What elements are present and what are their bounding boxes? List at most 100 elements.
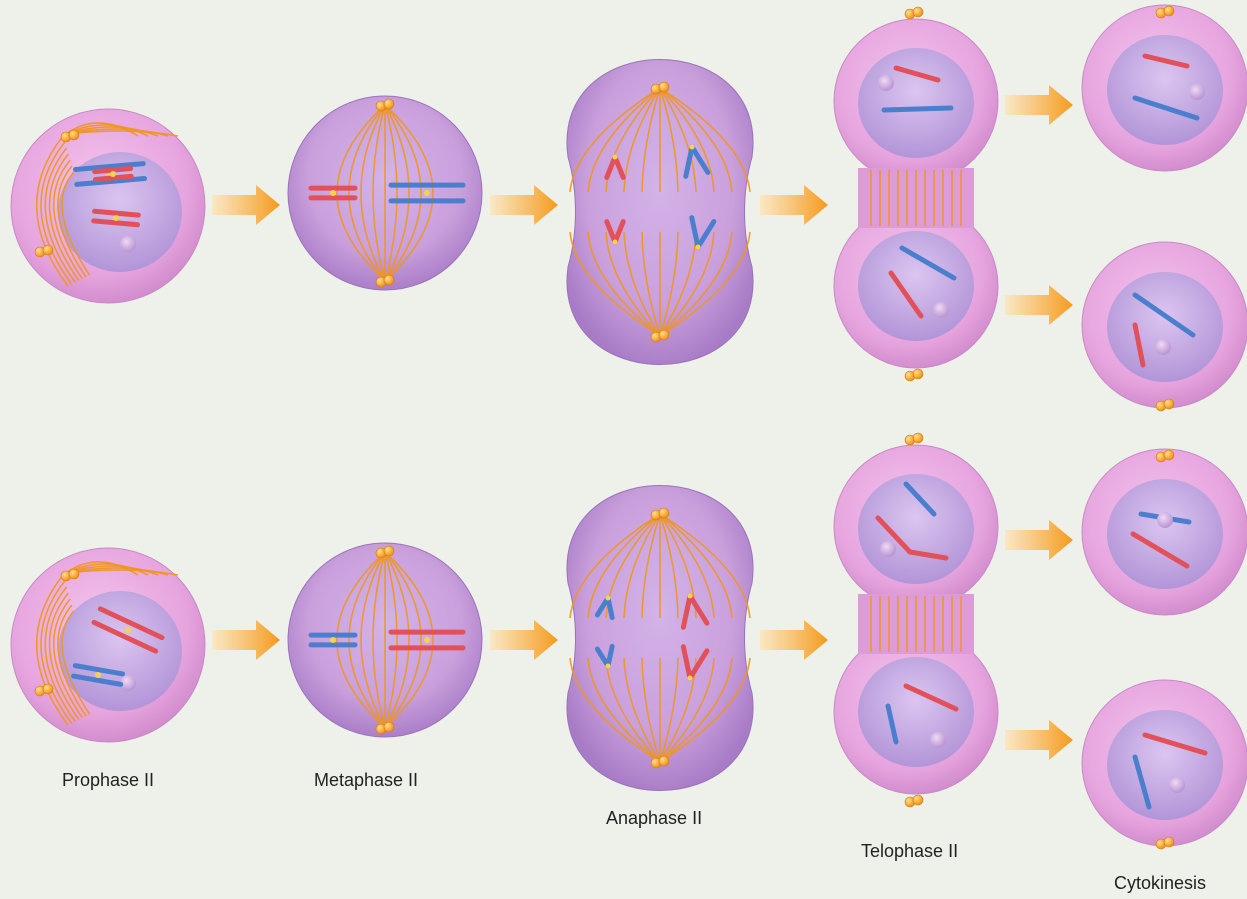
chromatid [91, 619, 159, 654]
spindle-fiber [659, 513, 733, 619]
nucleolus [878, 75, 894, 91]
chromosome [689, 215, 717, 250]
chromosome [594, 643, 615, 669]
nucleolus [1169, 777, 1185, 793]
chromatid [612, 154, 626, 180]
spindle-fiber [659, 513, 751, 619]
arrow-ana-telo-top [760, 185, 828, 225]
chromatid [1130, 531, 1190, 569]
arrow-shape [760, 620, 828, 660]
chromosome [92, 165, 134, 183]
nucleolus [1155, 339, 1171, 355]
centrosome [68, 568, 80, 580]
spindle-fiber [44, 586, 76, 722]
centromere [95, 672, 101, 678]
cell-cytokinesis-2 [1081, 241, 1247, 412]
spindle-fiber [587, 513, 661, 619]
chromatid [92, 208, 141, 218]
chromatid [903, 683, 959, 712]
nucleolus [880, 541, 896, 557]
chromosome [594, 595, 615, 621]
cell-prophase-top [10, 108, 206, 304]
arrow-shape [1005, 285, 1073, 325]
centrosome [1163, 836, 1175, 848]
cell-anaphase-bottom [566, 485, 754, 791]
arrow-pro-meta-top [212, 185, 280, 225]
arrow-shape [212, 620, 280, 660]
spindle-fiber [659, 231, 715, 337]
spindle-fiber [605, 231, 661, 337]
cell-telophase-bottom [833, 432, 999, 808]
spindle-fiber [641, 87, 661, 193]
centrosome [912, 794, 924, 806]
spindle-fiber [659, 513, 679, 619]
centrosome [1163, 398, 1175, 410]
nucleolus [1189, 84, 1205, 100]
chromatid [594, 595, 611, 618]
chromatid [683, 144, 695, 179]
spindle-fiber [659, 87, 715, 193]
spindle-fiber [372, 104, 386, 282]
arrow-shape [212, 185, 280, 225]
centrosome [912, 368, 924, 380]
spindle-fiber [659, 231, 733, 337]
spindle-fiber [659, 87, 697, 193]
nucleolus [1157, 512, 1173, 528]
chromatid [1132, 95, 1200, 121]
chromosome [680, 593, 710, 630]
cell-metaphase-bottom [287, 542, 483, 738]
spindle-fiber [57, 165, 87, 278]
chromatid [680, 593, 693, 630]
spindle-fiber [659, 657, 679, 763]
centromere [605, 595, 611, 601]
arrow-telo-cyto-4 [1005, 720, 1073, 760]
chromosome [91, 208, 141, 228]
spindle-fiber [587, 657, 661, 763]
centrosome [1163, 449, 1175, 461]
spindle-fiber [659, 87, 679, 193]
spindle-fiber [623, 231, 661, 337]
spindle-fiber [360, 104, 386, 282]
spindle-fiber [659, 657, 751, 763]
nucleus [1107, 272, 1223, 382]
chromatid [899, 245, 957, 281]
chromatid [92, 165, 134, 175]
arrow-shape [490, 620, 558, 660]
arrow-shape [1005, 85, 1073, 125]
centrosome [42, 244, 54, 256]
chromatid [97, 606, 165, 641]
chromosome [308, 185, 358, 201]
spindle-fiber [372, 551, 386, 729]
spindle-fiber [384, 104, 410, 282]
spindle-fiber [587, 231, 661, 337]
centromere [612, 239, 618, 245]
spindle-fiber [659, 231, 679, 337]
chromatid [604, 154, 618, 180]
cell-membrane [566, 485, 754, 791]
chromatid [1132, 322, 1146, 368]
spindle-fiber [35, 574, 69, 726]
spindle-fiber [35, 135, 69, 287]
chromatid [74, 175, 148, 187]
nucleolus [120, 675, 136, 691]
spindle-fiber [336, 104, 386, 282]
arrow-pro-meta-bottom [212, 620, 280, 660]
spindle-fiber [384, 551, 422, 729]
chromatid [689, 215, 701, 250]
spindle-fiber [52, 159, 84, 280]
spindle-fiber [659, 231, 751, 337]
chromosome [308, 632, 358, 648]
cell-prophase-bottom [10, 547, 206, 743]
spindle-fiber [61, 610, 91, 715]
chromatid [680, 644, 693, 681]
centromere [110, 171, 116, 177]
spindle-fiber [659, 513, 715, 619]
spindle-fiber [336, 551, 386, 729]
centrosome [68, 129, 80, 141]
chromatid [875, 515, 913, 555]
spindle-fiber [40, 580, 73, 724]
chromatid [1132, 292, 1196, 338]
nucleolus [933, 302, 949, 318]
